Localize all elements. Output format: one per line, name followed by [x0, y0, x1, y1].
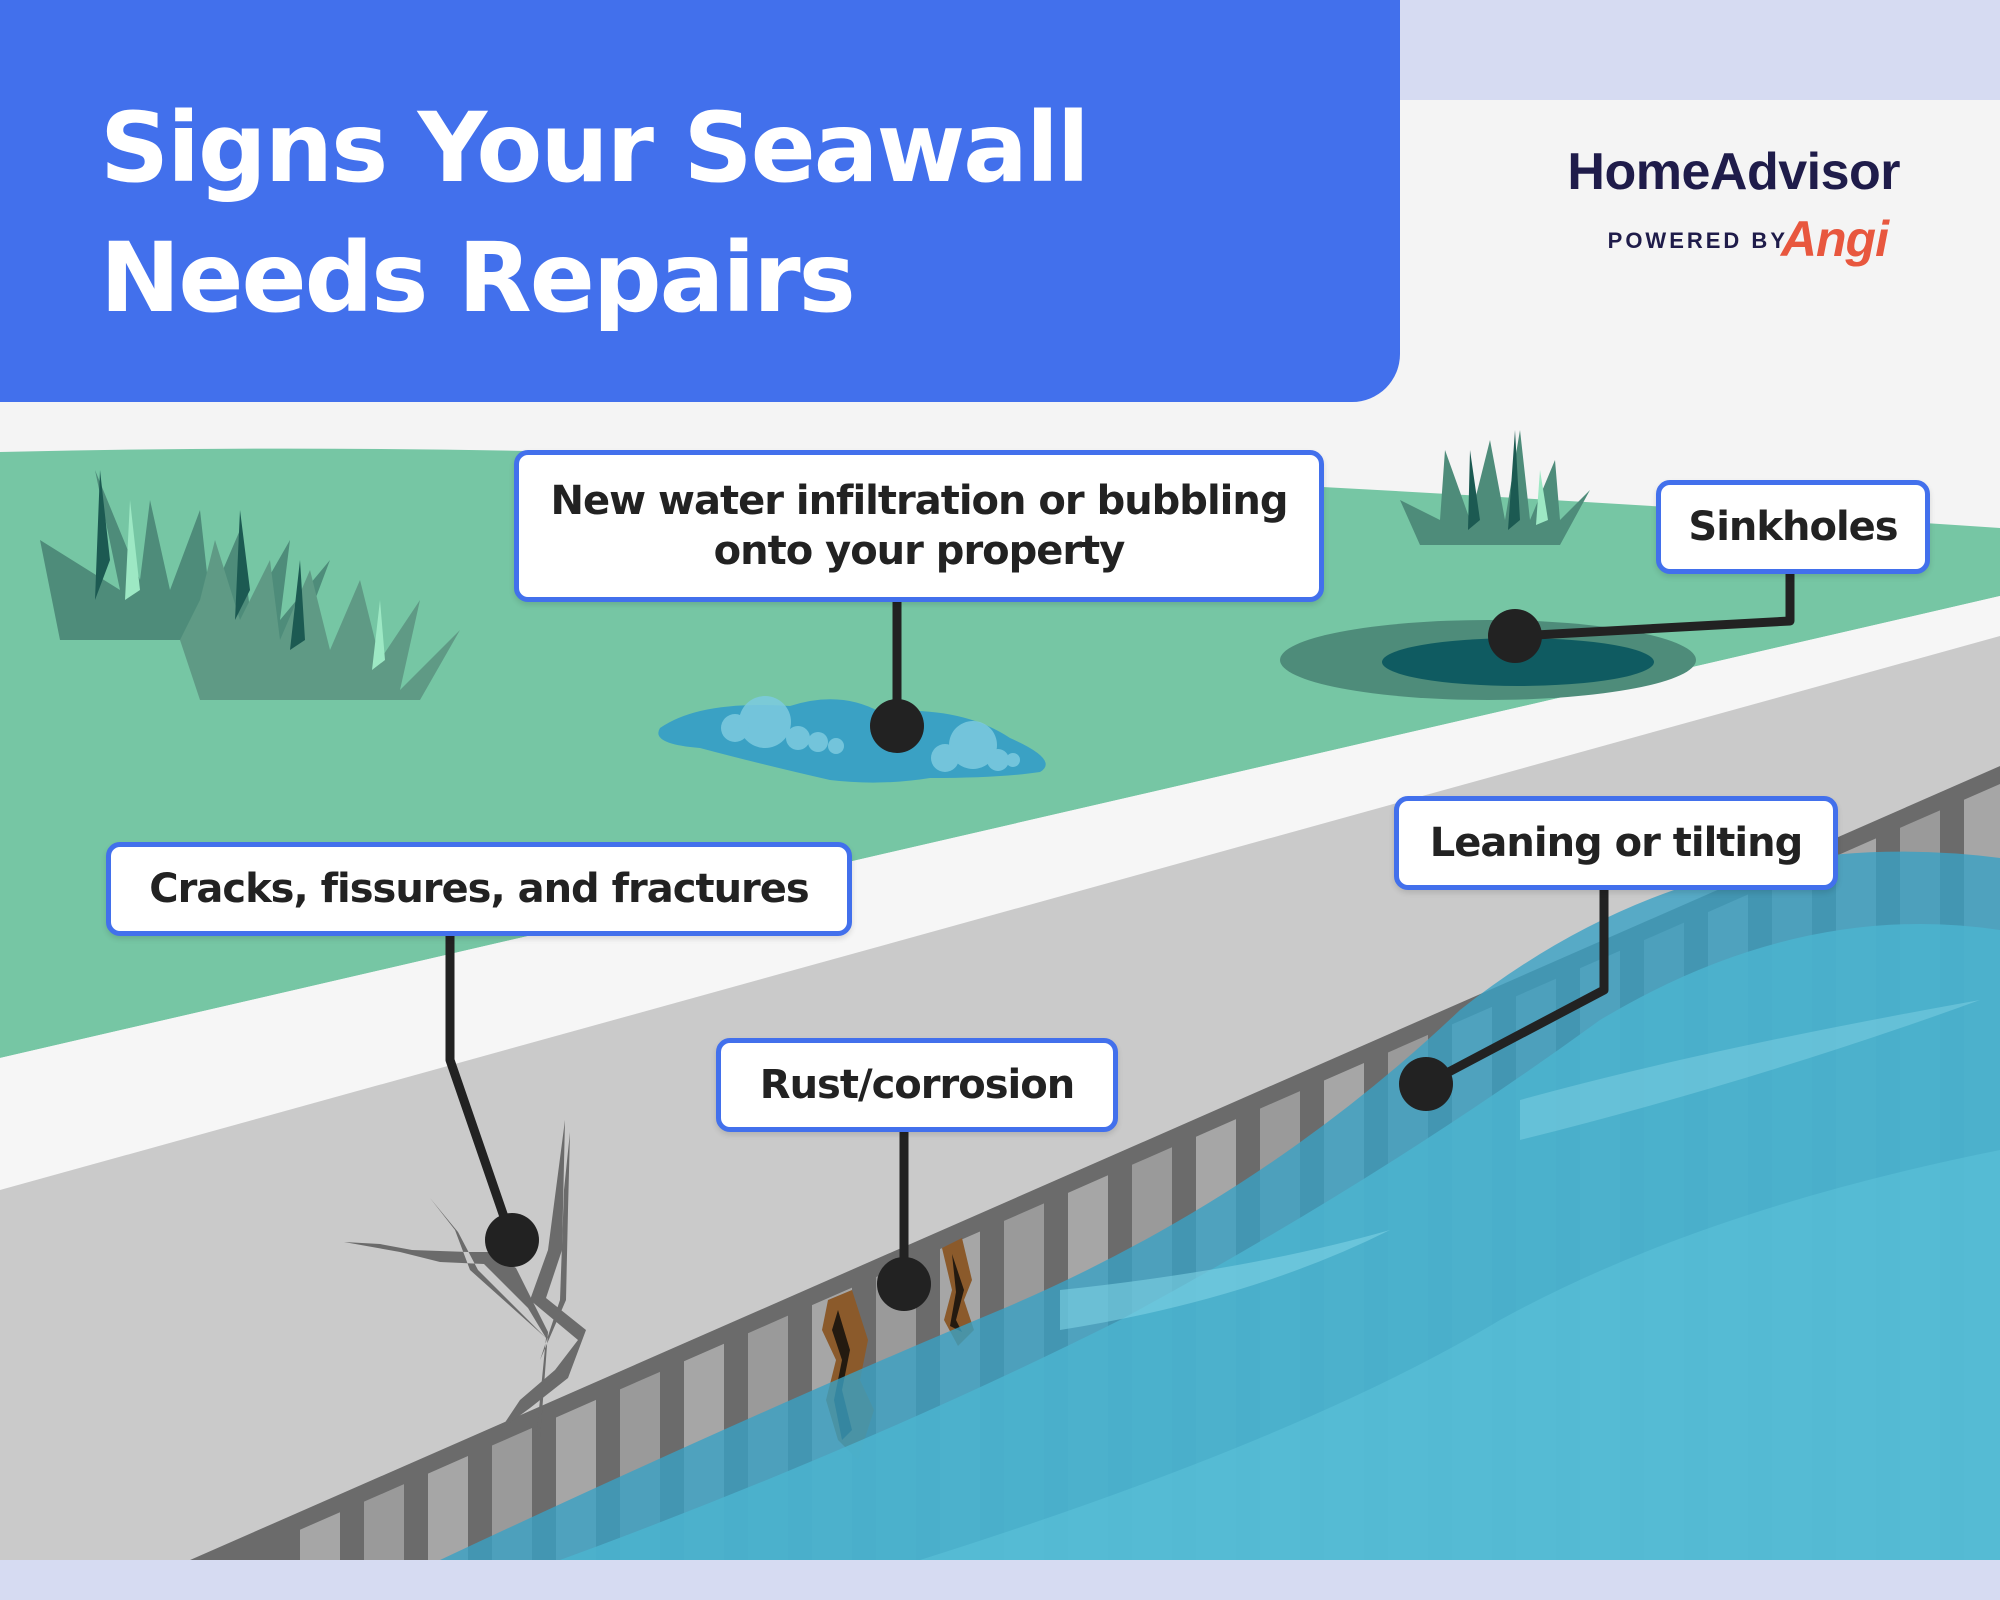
- seawall-plank: [428, 1456, 468, 1560]
- grass-clump-left: [40, 470, 460, 700]
- callout-rust: Rust/corrosion: [716, 1038, 1118, 1132]
- crack-branch: [500, 1120, 586, 1430]
- dot-rust: [877, 1257, 931, 1311]
- seawall-plank: [300, 1512, 340, 1560]
- leader-leaning: [1423, 888, 1609, 1088]
- dot-leaning: [1399, 1057, 1453, 1111]
- callout-sinkholes: Sinkholes: [1656, 480, 1930, 574]
- brand-logo: HomeAdvisor POWERED BY Angi: [1550, 142, 1900, 272]
- dot-sinkholes: [1488, 609, 1542, 663]
- title-panel: Signs Your Seawall Needs Repairs: [0, 0, 1400, 402]
- callout-rust-text: Rust/corrosion: [759, 1062, 1075, 1108]
- callout-cracks-text: Cracks, fissures, and fractures: [149, 866, 809, 912]
- callout-leaning-text: Leaning or tilting: [1429, 820, 1803, 866]
- crack: [344, 1132, 570, 1440]
- callout-sinkholes-text: Sinkholes: [1688, 504, 1898, 550]
- top-right-band: [1390, 0, 2000, 100]
- brand-powered-by: POWERED BY: [1607, 228, 1788, 253]
- brand-partner-logo: Angi: [1780, 211, 1889, 267]
- callout-leaning: Leaning or tilting: [1394, 796, 1838, 890]
- brand-name: HomeAdvisor: [1567, 143, 1900, 201]
- grass-clump-right: [1400, 430, 1590, 545]
- seawall-plank: [364, 1484, 404, 1560]
- water: [440, 851, 2000, 1560]
- callout-infiltration-line1: New water infiltration or bubbling: [550, 478, 1289, 524]
- callout-infiltration-line2: onto your property: [713, 528, 1126, 574]
- leader-cracks: [445, 930, 517, 1242]
- title-line-1: Signs Your Seawall: [100, 92, 1090, 204]
- callout-cracks: Cracks, fissures, and fractures: [106, 842, 852, 936]
- bubbles: [721, 696, 1020, 772]
- sidewalk-edge: [0, 596, 2000, 1190]
- leader-sinkholes: [1517, 572, 1795, 641]
- dot-infiltration: [870, 699, 924, 753]
- leader-dots: [485, 609, 1542, 1311]
- title-line-2: Needs Repairs: [100, 222, 856, 334]
- dot-cracks: [485, 1213, 539, 1267]
- callout-infiltration: New water infiltration or bubbling onto …: [514, 450, 1324, 602]
- bottom-band: [0, 1560, 2000, 1600]
